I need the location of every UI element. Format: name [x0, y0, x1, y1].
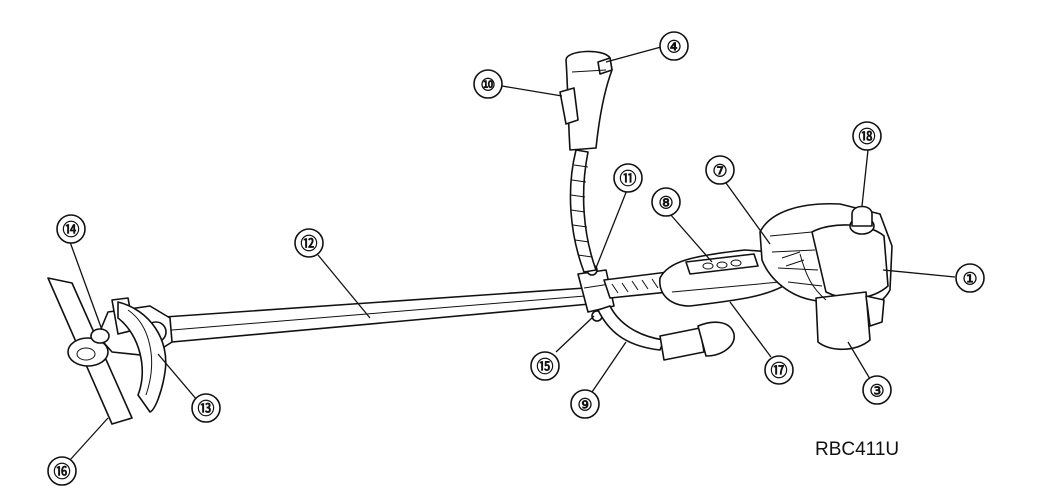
svg-text:⑱: ⑱ [859, 127, 876, 147]
callout-1: ① [955, 263, 985, 293]
svg-text:⑮: ⑮ [537, 357, 554, 377]
callout-8: ⑧ [651, 187, 681, 217]
callout-11: ⑪ [613, 163, 643, 193]
svg-text:①: ① [962, 270, 977, 289]
loop-handle [559, 50, 613, 273]
callout-3: ③ [862, 375, 892, 405]
control-housing [659, 249, 791, 307]
svg-text:⑪: ⑪ [620, 169, 637, 189]
svg-text:⑬: ⑬ [198, 399, 215, 419]
svg-text:⑰: ⑰ [771, 361, 788, 381]
engine [759, 202, 893, 351]
leader-lines [69, 46, 956, 461]
callout-15: ⑮ [530, 351, 560, 381]
blade [47, 277, 133, 425]
callout-17: ⑰ [764, 355, 794, 385]
svg-text:④: ④ [666, 38, 681, 57]
svg-text:⑫: ⑫ [301, 234, 318, 254]
svg-text:③: ③ [869, 382, 884, 401]
callout-7: ⑦ [705, 155, 735, 185]
svg-text:⑯: ⑯ [54, 462, 71, 482]
callout-9: ⑨ [570, 389, 600, 419]
callout-16: ⑯ [47, 456, 77, 486]
main-shaft [149, 287, 591, 345]
lower-handle [597, 305, 735, 361]
svg-text:⑩: ⑩ [480, 76, 495, 95]
blade-guard [117, 301, 167, 413]
svg-text:⑧: ⑧ [658, 194, 673, 213]
callout-18: ⑱ [852, 121, 882, 151]
model-label: RBC411U [815, 439, 899, 460]
svg-text:⑦: ⑦ [712, 162, 727, 181]
callout-14: ⑭ [56, 214, 86, 244]
callout-4: ④ [659, 31, 689, 61]
callout-13: ⑬ [191, 393, 221, 423]
callout-10: ⑩ [473, 69, 503, 99]
svg-text:⑨: ⑨ [577, 396, 592, 415]
callout-12: ⑫ [294, 228, 324, 258]
svg-text:⑭: ⑭ [63, 220, 80, 240]
